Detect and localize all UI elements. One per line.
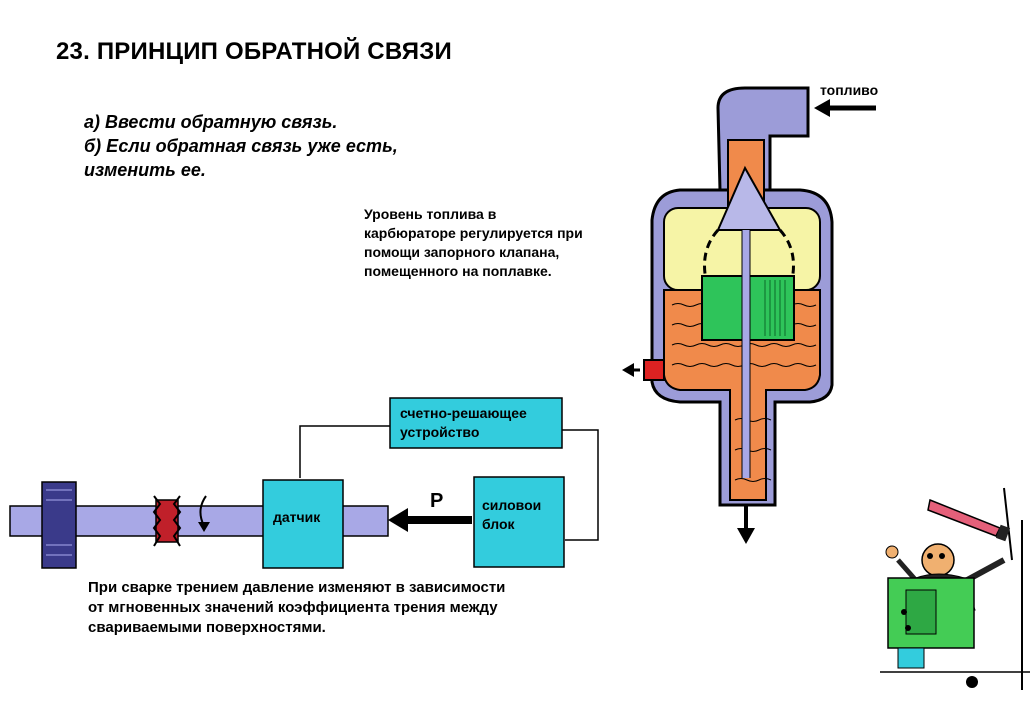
friction-caption-line-3: свариваемыми поверхностями. (88, 619, 326, 636)
carburetor-caption-line-4: помещенного на поплавке. (364, 263, 552, 279)
weld-joint (152, 495, 182, 547)
page-title: 23. ПРИНЦИП ОБРАТНОЙ СВЯЗИ (56, 38, 452, 65)
rule-a: а) Ввести обратную связь. (84, 112, 338, 132)
power-box (473, 476, 565, 568)
fuel-label: топливо (820, 82, 879, 98)
side-outlet-port (643, 359, 665, 381)
power-box-label-line-1: силовои (482, 497, 542, 513)
speaker-head (921, 543, 955, 577)
clamp-hatch (46, 489, 72, 556)
friction-caption-line-2: от мгновенных значений коэффициента трен… (88, 599, 498, 616)
rule-b-continuation: изменить ее. (84, 160, 206, 180)
shaft-clamp (41, 481, 77, 569)
sword-icon (927, 498, 1002, 537)
pressure-arrow (388, 508, 408, 532)
wire-compute-to-power (562, 429, 599, 541)
cartoon-speaker-illustration (880, 487, 1030, 690)
carburetor-diagram (622, 86, 876, 544)
compute-box-label-line-1: счетно-решающее (400, 405, 527, 421)
fuel-inlet-arrow (814, 99, 830, 117)
friction-welding-diagram (9, 397, 599, 569)
sensor-box (262, 479, 344, 569)
carburetor-caption-line-3: помощи запорного клапана, (364, 244, 560, 260)
bucket (897, 647, 925, 669)
friction-caption-line-1: При сварке трением давление изменяют в з… (88, 579, 506, 596)
pressure-symbol: P (430, 490, 444, 512)
carburetor-caption-line-1: Уровень топлива в (364, 206, 497, 222)
outlet-arrow-down (737, 528, 755, 544)
carburetor-caption-line-2: карбюраторе регулируется при (364, 225, 583, 241)
power-box-label-line-2: блок (482, 516, 515, 532)
compute-box (389, 397, 563, 449)
float-hatch (764, 280, 786, 336)
outlet-arrow-left (622, 363, 634, 377)
wire-sensor-to-compute (299, 425, 390, 478)
valve-link-dashed (703, 228, 795, 281)
rule-b: б) Если обратная связь уже есть, (84, 136, 398, 156)
compute-box-label-line-2: устройство (400, 424, 480, 440)
sensor-box-label: датчик (273, 509, 321, 525)
